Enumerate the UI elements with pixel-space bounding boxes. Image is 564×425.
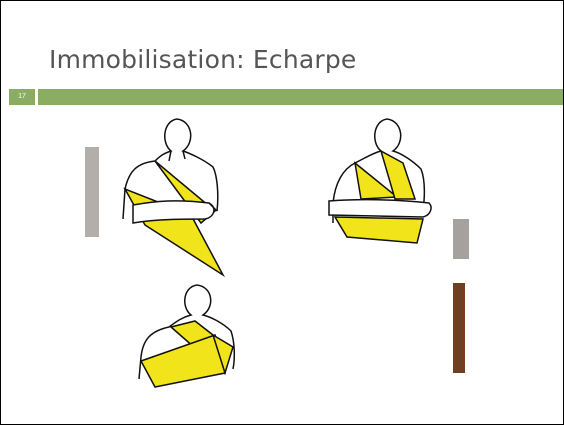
title-underline-bar: [38, 89, 564, 105]
arm-sling-illustration: [85, 107, 475, 402]
page-number: 17: [9, 89, 35, 105]
page-number-badge: 17: [9, 89, 35, 105]
arm-sling-illustration-icon: [85, 107, 475, 402]
slide-title: Immobilisation: Echarpe: [49, 45, 357, 74]
